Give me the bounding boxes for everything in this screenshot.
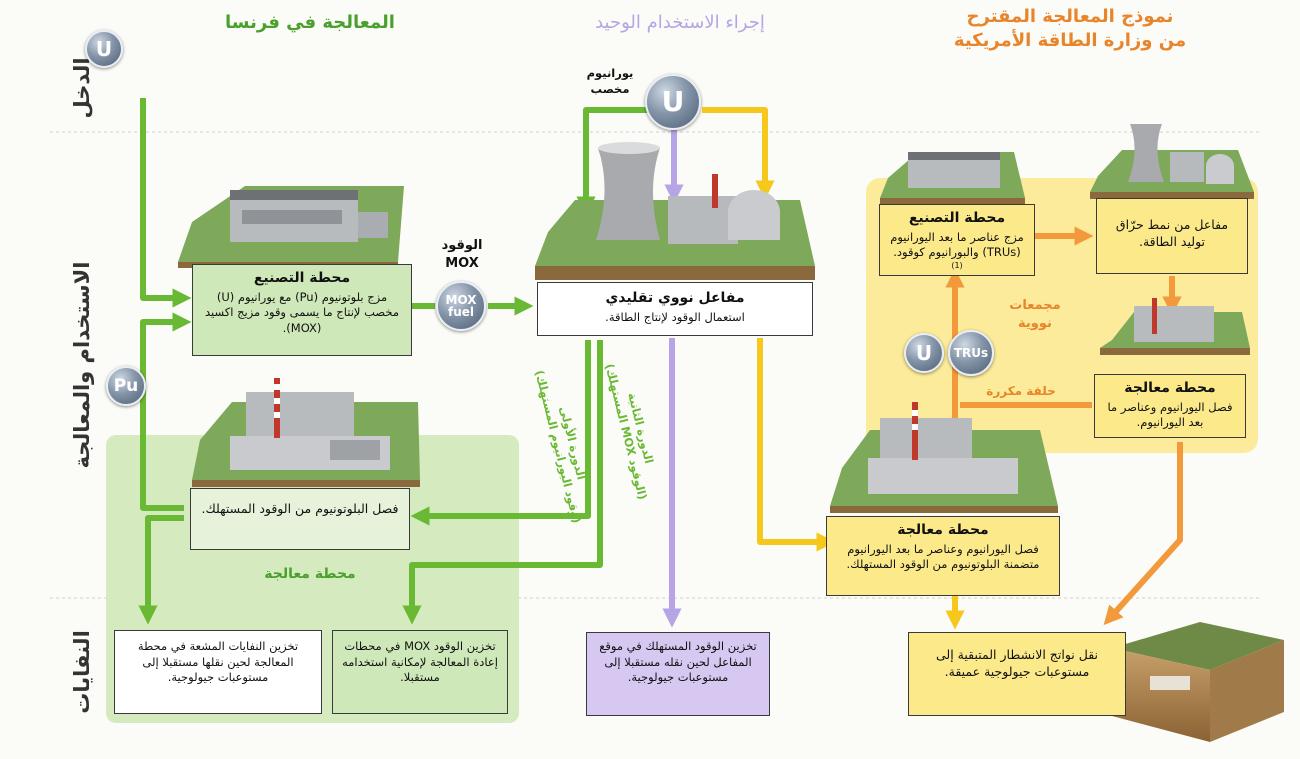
france-column-title: المعالجة في فرنسا <box>225 12 395 33</box>
us-upper-processing-text: فصل اليورانيوم وعناصر ما بعد اليورانيوم. <box>1107 399 1233 430</box>
enriched-uranium-label-line2: مخصب <box>590 82 630 96</box>
conventional-reactor-title: مفاعل نووي تقليدي <box>605 290 745 306</box>
us-lower-processing-title: محطة معالجة <box>897 522 989 538</box>
nuclear-complexes-label-line1: مجمعات <box>1009 298 1061 313</box>
conventional-reactor-illustration <box>535 142 815 280</box>
uranium-input-coin: U <box>85 30 123 68</box>
geological-repository-illustration <box>1112 622 1284 742</box>
us-fabrication-box: محطة التصنيع مزج عناصر ما بعد اليورانيوم… <box>879 204 1035 276</box>
pu-feed-arrow <box>140 312 192 511</box>
us-fabrication-title: محطة التصنيع <box>908 210 1006 226</box>
plutonium-separation-box: فصل البلوتونيوم من الوقود المستهلك. <box>190 488 410 550</box>
us-lower-processing-box: محطة معالجة فصل اليورانيوم وعناصر ما بعد… <box>826 516 1060 596</box>
us-upper-processing-plant-illustration <box>1100 298 1250 355</box>
u-input-arrow <box>140 98 192 308</box>
spent-fuel-onsite-storage-box: تخزين الوقود المستهلك في موقع المفاعل لح… <box>586 632 770 716</box>
reactor-to-us-processing-arrow <box>757 338 836 552</box>
us-lower-processing-text: فصل اليورانيوم وعناصر ما بعد اليورانيوم … <box>846 541 1040 572</box>
conventional-reactor-text: استعمال الوقود لإنتاج الطاقة. <box>605 309 745 324</box>
radioactive-waste-storage-text: تخزين النفايات المشعة في محطة المعالجة ل… <box>137 639 299 685</box>
fast-reactor-text: مفاعل من نمط حرّاق توليد الطاقة. <box>1115 217 1229 249</box>
enriched-u-yellow-arrow <box>702 107 775 200</box>
france-fabrication-plant-illustration <box>178 186 404 268</box>
france-separation-plant-illustration <box>192 378 420 487</box>
us-upper-processing-box: محطة معالجة فصل اليورانيوم وعناصر ما بعد… <box>1094 374 1246 438</box>
us-doe-column-title-line2: من وزارة الطاقة الأمريكية <box>953 30 1187 51</box>
us-fabrication-plant-illustration <box>880 152 1025 205</box>
us-fabrication-text: مزج عناصر ما بعد اليورانيوم (TRUs) والبو… <box>890 229 1024 260</box>
mox-fuel-label-line2: MOX <box>445 256 479 271</box>
fast-reactor-illustration <box>1090 124 1254 199</box>
mox-fuel-coin: MOX fuel <box>436 281 486 331</box>
spent-fuel-onsite-storage-text: تخزين الوقود المستهلك في موقع المفاعل لح… <box>599 639 757 685</box>
us-fabrication-footnote: (1) <box>951 260 963 270</box>
mox-fuel-label-line1: الوقود <box>441 238 483 253</box>
fission-products-disposal-box: نقل نواتج الانشطار المتبقية إلى مستوعبات… <box>908 632 1126 716</box>
france-processing-region-label: محطة معالجة <box>264 566 356 582</box>
cycle1-arrow <box>410 340 591 526</box>
row-label-waste: النفايات <box>70 630 94 714</box>
france-fabrication-title: محطة التصنيع <box>253 270 351 286</box>
radioactive-waste-storage-box: تخزين النفايات المشعة في محطة المعالجة ل… <box>114 630 322 714</box>
mox-coin-line1: MOX <box>445 293 477 307</box>
once-through-column-title: إجراء الاستخدام الوحيد <box>595 12 765 33</box>
mox-storage-text: تخزين الوقود MOX في محطات إعادة المعالجة… <box>342 639 498 685</box>
fission-products-disposal-text: نقل نواتج الانشطار المتبقية إلى مستوعبات… <box>936 647 1098 679</box>
uranium-recycle-coin: U <box>904 333 944 373</box>
purple-arrows <box>662 120 684 628</box>
row-label-input: الدخل <box>70 57 94 119</box>
row-label-use-processing: الاستخدام والمعالجة <box>70 261 94 469</box>
recycle-loop-label: حلقة مكررة <box>986 384 1056 398</box>
us-lower-processing-plant-illustration <box>830 402 1058 513</box>
enriched-u-green-arrow <box>576 107 648 216</box>
us-upper-processing-title: محطة معالجة <box>1124 380 1216 396</box>
row-separators <box>50 131 1260 599</box>
yellow-arrows <box>702 107 965 630</box>
mox-storage-box: تخزين الوقود MOX في محطات إعادة المعالجة… <box>332 630 508 714</box>
us-proc-to-waste-arrow <box>1103 442 1183 626</box>
france-fabrication-box: محطة التصنيع مزج بلوتونيوم (Pu) مع يوران… <box>192 264 412 356</box>
mox-coin-line2: fuel <box>447 305 474 319</box>
us-doe-column-title-line1: نموذج المعالجة المقترح <box>966 6 1174 27</box>
enriched-uranium-label-line1: يورانيوم <box>586 66 634 80</box>
waste-left-arrow <box>138 515 184 625</box>
france-fabrication-text: مزج بلوتونيوم (Pu) مع يورانيوم (U) مخصب … <box>205 289 399 335</box>
green-arrows <box>138 98 648 625</box>
plutonium-coin: Pu <box>106 366 146 406</box>
plutonium-separation-text: فصل البلوتونيوم من الوقود المستهلك. <box>201 501 399 516</box>
fast-reactor-box: مفاعل من نمط حرّاق توليد الطاقة. <box>1096 198 1248 274</box>
cycle2-arrow <box>402 340 603 625</box>
conventional-reactor-box: مفاعل نووي تقليدي استعمال الوقود لإنتاج … <box>537 282 813 336</box>
enriched-uranium-coin: U <box>645 74 701 130</box>
trus-coin: TRUs <box>948 330 994 376</box>
nuclear-complexes-label-line2: نووية <box>1018 316 1052 331</box>
